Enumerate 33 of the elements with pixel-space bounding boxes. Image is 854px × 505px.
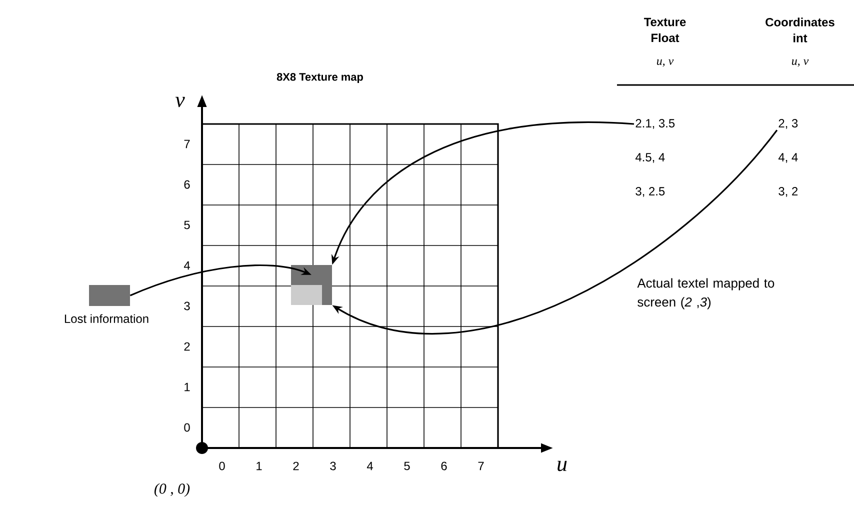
column-header: Coordinates int bbox=[766, 18, 834, 42]
table-cell: 2, 3 bbox=[778, 119, 798, 129]
table-cell: 4, 4 bbox=[778, 153, 798, 163]
column-unit: u, v bbox=[656, 59, 674, 67]
tick-label: 0 bbox=[184, 423, 190, 432]
tick-label: 7 bbox=[184, 140, 190, 148]
tick-label: 4 bbox=[184, 261, 190, 270]
tick-label: 2 bbox=[293, 462, 299, 470]
tick-label: 5 bbox=[184, 220, 190, 230]
tick-label: 0 bbox=[219, 462, 225, 470]
tick-label: 1 bbox=[256, 462, 262, 470]
table-cell: 3, 2.5 bbox=[636, 187, 665, 197]
diagram-title: 8X8 Texture map bbox=[276, 73, 363, 83]
origin-label: (0 , 0) bbox=[154, 483, 190, 497]
texel-square bbox=[291, 265, 332, 305]
table-cell: 2.1, 3.5 bbox=[636, 119, 675, 129]
tick-label: 3 bbox=[184, 302, 190, 310]
tick-label: 4 bbox=[366, 462, 373, 470]
column-header: Texture Float bbox=[644, 18, 686, 42]
tick-label: 3 bbox=[330, 462, 336, 470]
axis-label: v bbox=[175, 96, 185, 108]
axis-label: u bbox=[558, 460, 567, 472]
tick-label: 6 bbox=[441, 462, 447, 470]
tick-label: 7 bbox=[478, 462, 484, 470]
tick-label: 5 bbox=[404, 462, 410, 470]
node-label: Lost information bbox=[64, 314, 148, 323]
tick-label: 1 bbox=[184, 382, 190, 392]
tick-label: 2 bbox=[184, 342, 190, 351]
table-cell: 3, 2 bbox=[778, 187, 798, 197]
table-cell: 4.5, 4 bbox=[635, 153, 665, 163]
column-unit: u, v bbox=[792, 59, 809, 67]
tick-label: 6 bbox=[184, 180, 190, 189]
annotation: Actual textel mapped to screen (2 ,3) bbox=[637, 278, 774, 310]
